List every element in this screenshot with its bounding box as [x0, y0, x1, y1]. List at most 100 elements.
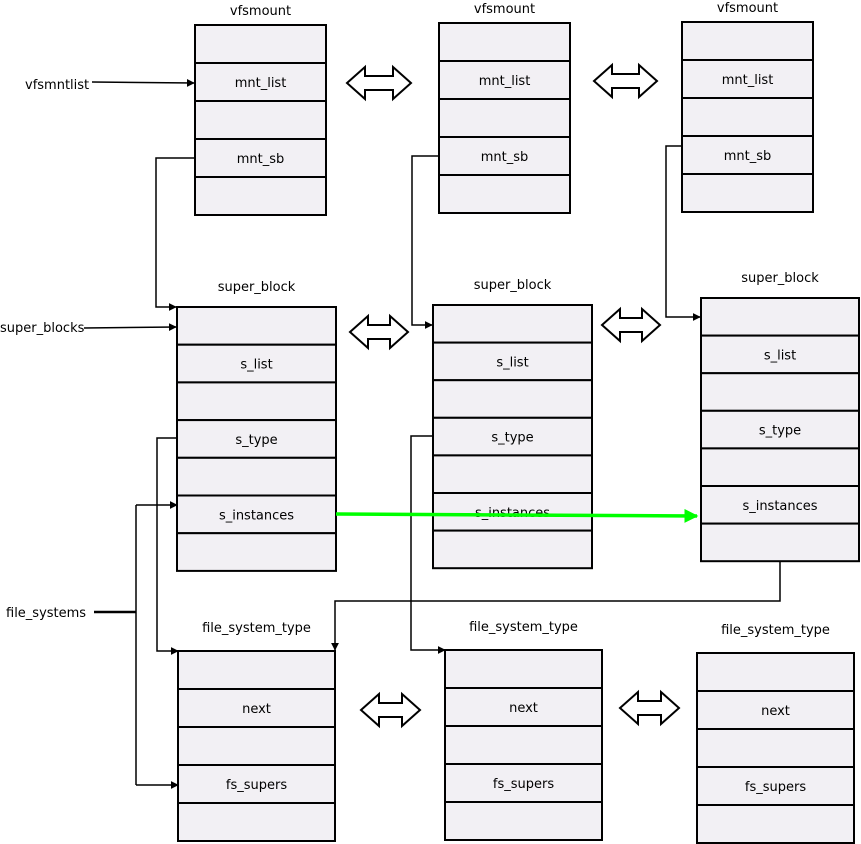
s-type-label: s_type — [491, 431, 533, 446]
s-type-label: s_type — [759, 424, 801, 439]
empty-field — [194, 176, 327, 216]
s-list-label: s_list — [764, 348, 796, 363]
file-system-type-title: file_system_type — [721, 623, 830, 638]
double-arrows — [345, 62, 681, 729]
s-instances-field — [432, 492, 593, 532]
fs-supers-field — [444, 763, 603, 803]
fs-supers-label: fs_supers — [226, 778, 287, 793]
vfsmount-2: vfsmount mnt_list mnt_sb — [438, 2, 571, 214]
double-arrow-6 — [618, 689, 681, 727]
vfsmount-title: vfsmount — [717, 1, 778, 16]
mnt-sb-label: mnt_sb — [724, 149, 772, 164]
super-block-title: super_block — [474, 278, 552, 293]
empty-field — [176, 532, 337, 572]
empty-field — [696, 652, 855, 692]
empty-field — [700, 522, 860, 563]
next-field — [444, 687, 603, 727]
empty-field — [696, 804, 855, 844]
vfsmount-1: vfsmount mnt_list mnt_sb — [194, 4, 327, 216]
mnt-sb-field — [438, 136, 571, 176]
s-list-field — [176, 343, 337, 384]
mnt-list-field — [194, 62, 327, 102]
s-instances-label: s_instances — [219, 508, 294, 523]
vfsmount-3: vfsmount mnt_list mnt_sb — [681, 1, 814, 213]
double-arrow-4 — [600, 306, 662, 344]
mnt-sb-1-to-super-block-1 — [155, 157, 195, 311]
empty-field — [444, 725, 603, 765]
s-type-field — [700, 409, 860, 450]
empty-field — [177, 802, 336, 842]
empty-field — [176, 306, 337, 346]
empty-field — [700, 447, 860, 487]
mnt-sb-2-to-super-block-2 — [411, 155, 439, 329]
fs-supers-field — [177, 764, 336, 804]
mnt-list-label: mnt_list — [235, 76, 287, 91]
fs-supers-label: fs_supers — [493, 777, 554, 792]
mnt-sb-field — [194, 138, 327, 178]
super-blocks-label: super_blocks — [0, 321, 85, 336]
mnt-sb-3-to-super-block-3 — [665, 145, 701, 321]
super-block-3: super_block s_list s_type s_instances — [700, 271, 860, 563]
empty-field — [194, 24, 327, 64]
empty-field — [177, 726, 336, 766]
next-label: next — [242, 702, 271, 717]
empty-field — [177, 650, 336, 690]
empty-field — [681, 173, 814, 213]
structures: vfsmountmnt_listmnt_sbvfsmountmnt_listmn… — [176, 1, 860, 844]
mnt-sb-label: mnt_sb — [481, 150, 529, 165]
file-system-type-title: file_system_type — [202, 621, 311, 636]
fs-supers-label: fs_supers — [745, 780, 806, 795]
s-type-2-to-fs-type-2 — [410, 435, 446, 654]
empty-field — [176, 381, 337, 422]
mnt-list-label: mnt_list — [722, 73, 774, 88]
s-instances-field — [176, 494, 337, 535]
empty-field — [176, 456, 337, 497]
empty-field — [432, 529, 593, 570]
empty-field — [696, 728, 855, 768]
next-field — [696, 690, 855, 730]
empty-field — [444, 649, 603, 689]
next-field — [177, 688, 336, 728]
s-instances-highlight-arrow — [335, 508, 699, 523]
vfsmount-title: vfsmount — [474, 2, 535, 17]
double-arrow-2 — [592, 62, 659, 100]
empty-field — [700, 297, 860, 337]
s-type-1-to-fs-type-1 — [156, 437, 179, 655]
external-labels: vfsmntlist super_blocks file_systems — [0, 78, 89, 621]
mnt-sb-label: mnt_sb — [237, 152, 285, 167]
super-block-title: super_block — [218, 280, 296, 295]
mnt-list-label: mnt_list — [479, 74, 531, 89]
s-list-field — [700, 334, 860, 375]
double-arrow-3 — [348, 313, 410, 351]
empty-field — [432, 454, 593, 494]
s-type-label: s_type — [235, 433, 277, 448]
s-instances-label: s_instances — [742, 499, 817, 514]
empty-field — [432, 304, 593, 344]
empty-field — [194, 100, 327, 140]
s-list-label: s_list — [496, 355, 528, 370]
super-blocks-arrow — [83, 323, 177, 332]
empty-field — [700, 372, 860, 412]
super-block-1: super_block s_list s_type s_instances — [176, 280, 337, 572]
super-block-title: super_block — [741, 271, 819, 286]
vfsmntlist-label: vfsmntlist — [25, 78, 89, 93]
next-label: next — [761, 704, 790, 719]
double-arrow-5 — [359, 691, 422, 729]
double-arrow-1 — [345, 64, 413, 102]
s-list-label: s_list — [240, 358, 272, 373]
empty-field — [444, 801, 603, 841]
vfsmntlist-arrow — [91, 78, 195, 87]
file-system-type-title: file_system_type — [469, 620, 578, 635]
empty-field — [681, 21, 814, 61]
empty-field — [438, 174, 571, 214]
s-instances-field — [700, 485, 860, 525]
vfsmount-title: vfsmount — [230, 4, 291, 19]
empty-field — [438, 98, 571, 138]
empty-field — [432, 379, 593, 419]
empty-field — [681, 97, 814, 137]
